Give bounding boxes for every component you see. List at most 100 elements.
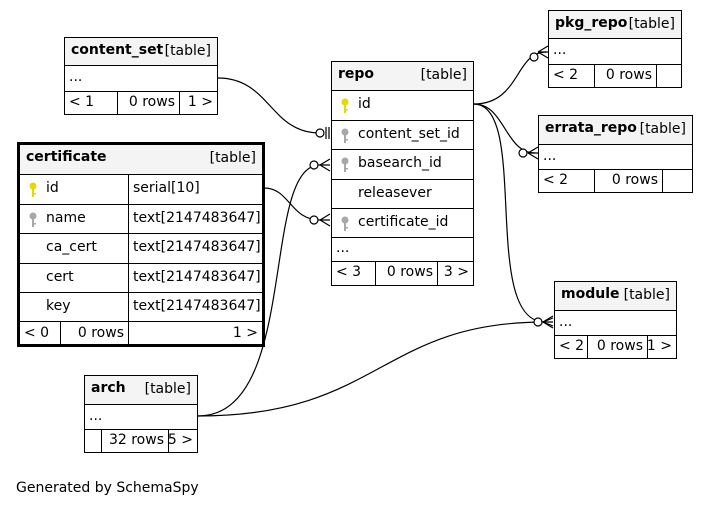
ellipsis: ... bbox=[543, 148, 557, 164]
foreign-key-icon bbox=[341, 216, 349, 231]
table-name: content_set bbox=[71, 42, 164, 58]
marker-circle bbox=[533, 317, 543, 327]
children-cell: 1 > bbox=[128, 322, 262, 344]
row-count: 0 rows bbox=[611, 172, 658, 188]
marker-circle bbox=[518, 148, 528, 158]
column-row[interactable]: id bbox=[332, 91, 473, 121]
table-footer: < 0 0 rows 1 > bbox=[20, 322, 262, 344]
table-header: arch [table] bbox=[85, 376, 197, 405]
parents-count: < 2 bbox=[543, 172, 569, 188]
rows-cell: 0 rows bbox=[587, 336, 647, 358]
children-cell: 3 > bbox=[437, 262, 473, 285]
table-content_set[interactable]: content_set [table] ... < 1 0 rows 1 > bbox=[64, 37, 218, 115]
children-count: 1 > bbox=[187, 94, 213, 110]
marker-circle bbox=[309, 215, 319, 225]
foreign-key-icon bbox=[341, 157, 349, 172]
row-count: 0 rows bbox=[386, 264, 433, 280]
row-count: 0 rows bbox=[596, 338, 643, 354]
table-name: module bbox=[561, 286, 620, 302]
ellipsis: ... bbox=[553, 42, 567, 58]
column-type-cell: text[2147483647] bbox=[128, 234, 262, 263]
row-count: 0 rows bbox=[605, 67, 652, 83]
column-name: basearch_id bbox=[358, 155, 442, 171]
column-row[interactable]: id serial[10] bbox=[20, 175, 262, 205]
table-kind: [table] bbox=[144, 381, 191, 397]
column-type-cell: text[2147483647] bbox=[128, 205, 262, 233]
children-cell bbox=[656, 65, 681, 87]
parents-count: < 2 bbox=[553, 67, 579, 83]
table-header: content_set [table] bbox=[65, 38, 217, 66]
marker-one bbox=[325, 127, 330, 139]
children-cell: 1 > bbox=[179, 92, 217, 114]
table-pkg_repo[interactable]: pkg_repo [table] ... < 2 0 rows bbox=[548, 10, 682, 88]
edge-arch-module bbox=[197, 321, 546, 417]
table-header: pkg_repo [table] bbox=[549, 11, 681, 39]
marker-crowfoot bbox=[319, 213, 331, 227]
column-name: id bbox=[358, 96, 371, 112]
table-kind: [table] bbox=[209, 150, 256, 166]
edge-repo-errata_repo bbox=[473, 103, 536, 154]
column-type-cell: text[2147483647] bbox=[128, 293, 262, 321]
column-row[interactable]: name text[2147483647] bbox=[20, 205, 262, 234]
ellipsis-row: ... bbox=[539, 145, 692, 170]
children-count: 1 > bbox=[646, 338, 672, 354]
table-kind: [table] bbox=[420, 67, 467, 83]
row-count: 0 rows bbox=[128, 94, 175, 110]
children-cell: 1 > bbox=[647, 336, 676, 358]
table-header: repo [table] bbox=[332, 62, 473, 91]
table-name: certificate bbox=[26, 149, 107, 165]
rows-cell: 0 rows bbox=[117, 92, 179, 114]
parents-count: < 0 bbox=[24, 325, 50, 341]
column-row[interactable]: releasever bbox=[332, 180, 473, 209]
table-kind: [table] bbox=[628, 16, 675, 32]
children-count: 5 > bbox=[167, 432, 193, 448]
table-footer: 32 rows 5 > bbox=[85, 430, 197, 452]
parents-count: < 2 bbox=[559, 338, 585, 354]
table-kind: [table] bbox=[164, 43, 211, 59]
column-row[interactable]: ca_cert text[2147483647] bbox=[20, 234, 262, 264]
marker-crowfoot bbox=[542, 317, 554, 327]
column-row[interactable]: content_set_id bbox=[332, 121, 473, 150]
column-name: ca_cert bbox=[46, 239, 97, 255]
table-footer: < 2 0 rows 1 > bbox=[555, 336, 676, 358]
ellipsis-row: ... bbox=[85, 405, 197, 430]
column-type: serial[10] bbox=[133, 180, 200, 196]
marker-circle bbox=[529, 52, 539, 62]
column-row[interactable]: cert text[2147483647] bbox=[20, 264, 262, 293]
column-name: key bbox=[46, 298, 71, 314]
table-arch[interactable]: arch [table] ... 32 rows 5 > bbox=[84, 375, 198, 453]
table-footer: < 1 0 rows 1 > bbox=[65, 92, 217, 114]
column-name: releasever bbox=[358, 185, 432, 201]
column-type: text[2147483647] bbox=[133, 269, 261, 285]
table-name: repo bbox=[338, 66, 375, 82]
foreign-key-icon bbox=[341, 128, 349, 143]
column-name: certificate_id bbox=[358, 214, 449, 230]
table-name: errata_repo bbox=[545, 120, 637, 136]
table-module[interactable]: module [table] ... < 2 0 rows 1 > bbox=[554, 281, 677, 359]
edge-arch-repo bbox=[197, 164, 321, 417]
column-row[interactable]: certificate_id bbox=[332, 209, 473, 238]
column-row[interactable]: basearch_id bbox=[332, 150, 473, 180]
column-type: text[2147483647] bbox=[133, 210, 261, 226]
table-certificate[interactable]: certificate [table] id serial[10] name t… bbox=[17, 142, 265, 347]
row-count: 32 rows bbox=[108, 432, 164, 448]
column-name: name bbox=[46, 210, 86, 226]
ellipsis: ... bbox=[559, 314, 573, 330]
table-footer: < 2 0 rows bbox=[549, 65, 681, 87]
marker-crowfoot bbox=[319, 158, 331, 172]
column-type-cell: serial[10] bbox=[128, 175, 262, 204]
rows-cell: 0 rows bbox=[375, 262, 437, 285]
table-footer: < 2 0 rows bbox=[539, 170, 692, 192]
table-repo[interactable]: repo [table] id content_set_id basearch_… bbox=[331, 61, 474, 286]
table-footer: < 3 0 rows 3 > bbox=[332, 262, 473, 285]
ellipsis-row: ... bbox=[549, 39, 681, 65]
ellipsis-row: ... bbox=[332, 238, 473, 262]
table-errata_repo[interactable]: errata_repo [table] ... < 2 0 rows bbox=[538, 115, 693, 193]
table-name: arch bbox=[91, 380, 126, 396]
table-header: errata_repo [table] bbox=[539, 116, 692, 145]
marker-crowfoot bbox=[537, 45, 549, 59]
column-row[interactable]: key text[2147483647] bbox=[20, 293, 262, 322]
column-name: content_set_id bbox=[358, 126, 460, 142]
edge-certificate-repo bbox=[263, 187, 321, 221]
